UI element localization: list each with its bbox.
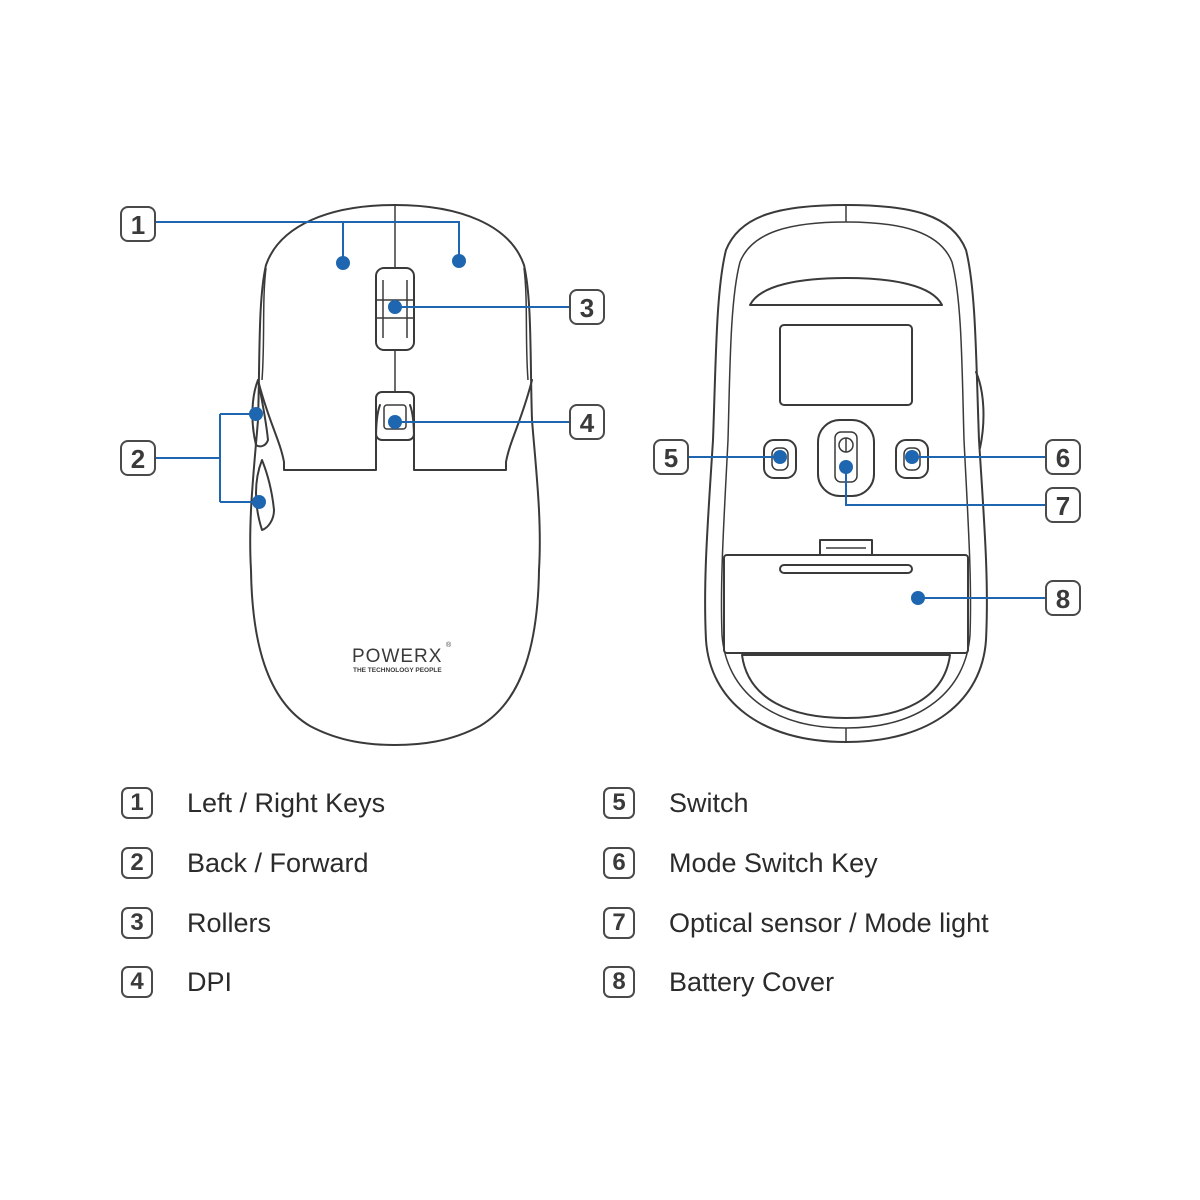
legend-item-5: 5 Switch [603, 785, 749, 821]
scroll-wheel [375, 267, 415, 351]
legend-item-1: 1 Left / Right Keys [121, 785, 385, 821]
callout-dot-7 [839, 460, 853, 474]
left-button-edge [257, 379, 381, 471]
svg-text:5: 5 [664, 443, 678, 473]
mode-switch-key [895, 439, 929, 479]
callout-dot-2a [249, 407, 263, 421]
legend-badge: 1 [121, 787, 153, 819]
callout-dot-1a [336, 256, 350, 270]
callout-badge-8: 8 [1045, 580, 1081, 616]
callout-dot-4 [388, 415, 402, 429]
right-button-edge [409, 379, 533, 471]
legend-badge: 7 [603, 907, 635, 939]
callout-badge-6: 6 [1045, 439, 1081, 475]
callout-dot-3 [388, 300, 402, 314]
mouse-top-view: POWERX ® THE TECHNOLOGY PEOPLE [249, 204, 541, 746]
battery-cover [723, 554, 969, 654]
power-switch [763, 439, 797, 479]
svg-text:3: 3 [580, 293, 594, 323]
callout-badge-4: 4 [569, 404, 605, 440]
callout-dot-8 [911, 591, 925, 605]
svg-text:6: 6 [1056, 443, 1070, 473]
callout-badge-7: 7 [1045, 487, 1081, 523]
legend-item-7: 7 Optical sensor / Mode light [603, 905, 989, 941]
legend-label: Switch [669, 787, 749, 818]
legend-label: Left / Right Keys [187, 787, 386, 818]
legend-label: Optical sensor / Mode light [669, 907, 989, 938]
dpi-button [375, 391, 415, 441]
legend-label: Back / Forward [187, 847, 369, 878]
top-body-outline [249, 204, 541, 746]
legend-badge: 3 [121, 907, 153, 939]
side-button-forward [255, 459, 275, 531]
legend-badge: 4 [121, 966, 153, 998]
legend-badge: 8 [603, 966, 635, 998]
svg-text:1: 1 [131, 210, 145, 240]
callout-dot-1b [452, 254, 466, 268]
legend-label: DPI [187, 966, 233, 997]
svg-text:2: 2 [131, 444, 145, 474]
legend-label: Battery Cover [669, 966, 835, 997]
legend-label: Rollers [187, 907, 272, 938]
svg-text:8: 8 [1056, 584, 1070, 614]
brand-logo: POWERX [352, 646, 442, 667]
callout-dot-6 [905, 450, 919, 464]
legend-badge: 6 [603, 847, 635, 879]
legend-badge: 5 [603, 787, 635, 819]
legend-item-2: 2 Back / Forward [121, 845, 369, 881]
bottom-mouse-foot [741, 654, 951, 719]
legend-item-6: 6 Mode Switch Key [603, 845, 878, 881]
label-plate [779, 324, 913, 406]
top-mouse-foot [749, 277, 943, 306]
mouse-bottom-view [704, 204, 988, 743]
callout-dot-2b [252, 495, 266, 509]
legend-label: Mode Switch Key [669, 847, 878, 878]
registered-mark: ® [446, 641, 452, 649]
leader-lines [155, 221, 1046, 605]
receiver-slot-tab [819, 539, 873, 556]
top-shell-inner [261, 267, 529, 381]
legend-item-4: 4 DPI [121, 964, 232, 1000]
callout-badge-3: 3 [569, 289, 605, 325]
callout-badge-2: 2 [120, 440, 156, 476]
svg-text:7: 7 [1056, 491, 1070, 521]
svg-text:4: 4 [580, 408, 595, 438]
legend-badge: 2 [121, 847, 153, 879]
callout-dot-5 [773, 450, 787, 464]
callout-badge-5: 5 [653, 439, 689, 475]
legend-item-3: 3 Rollers [121, 905, 271, 941]
brand-tagline: THE TECHNOLOGY PEOPLE [353, 667, 442, 674]
legend-item-8: 8 Battery Cover [603, 964, 834, 1000]
side-button-back [251, 379, 269, 448]
callout-badge-1: 1 [120, 206, 156, 242]
